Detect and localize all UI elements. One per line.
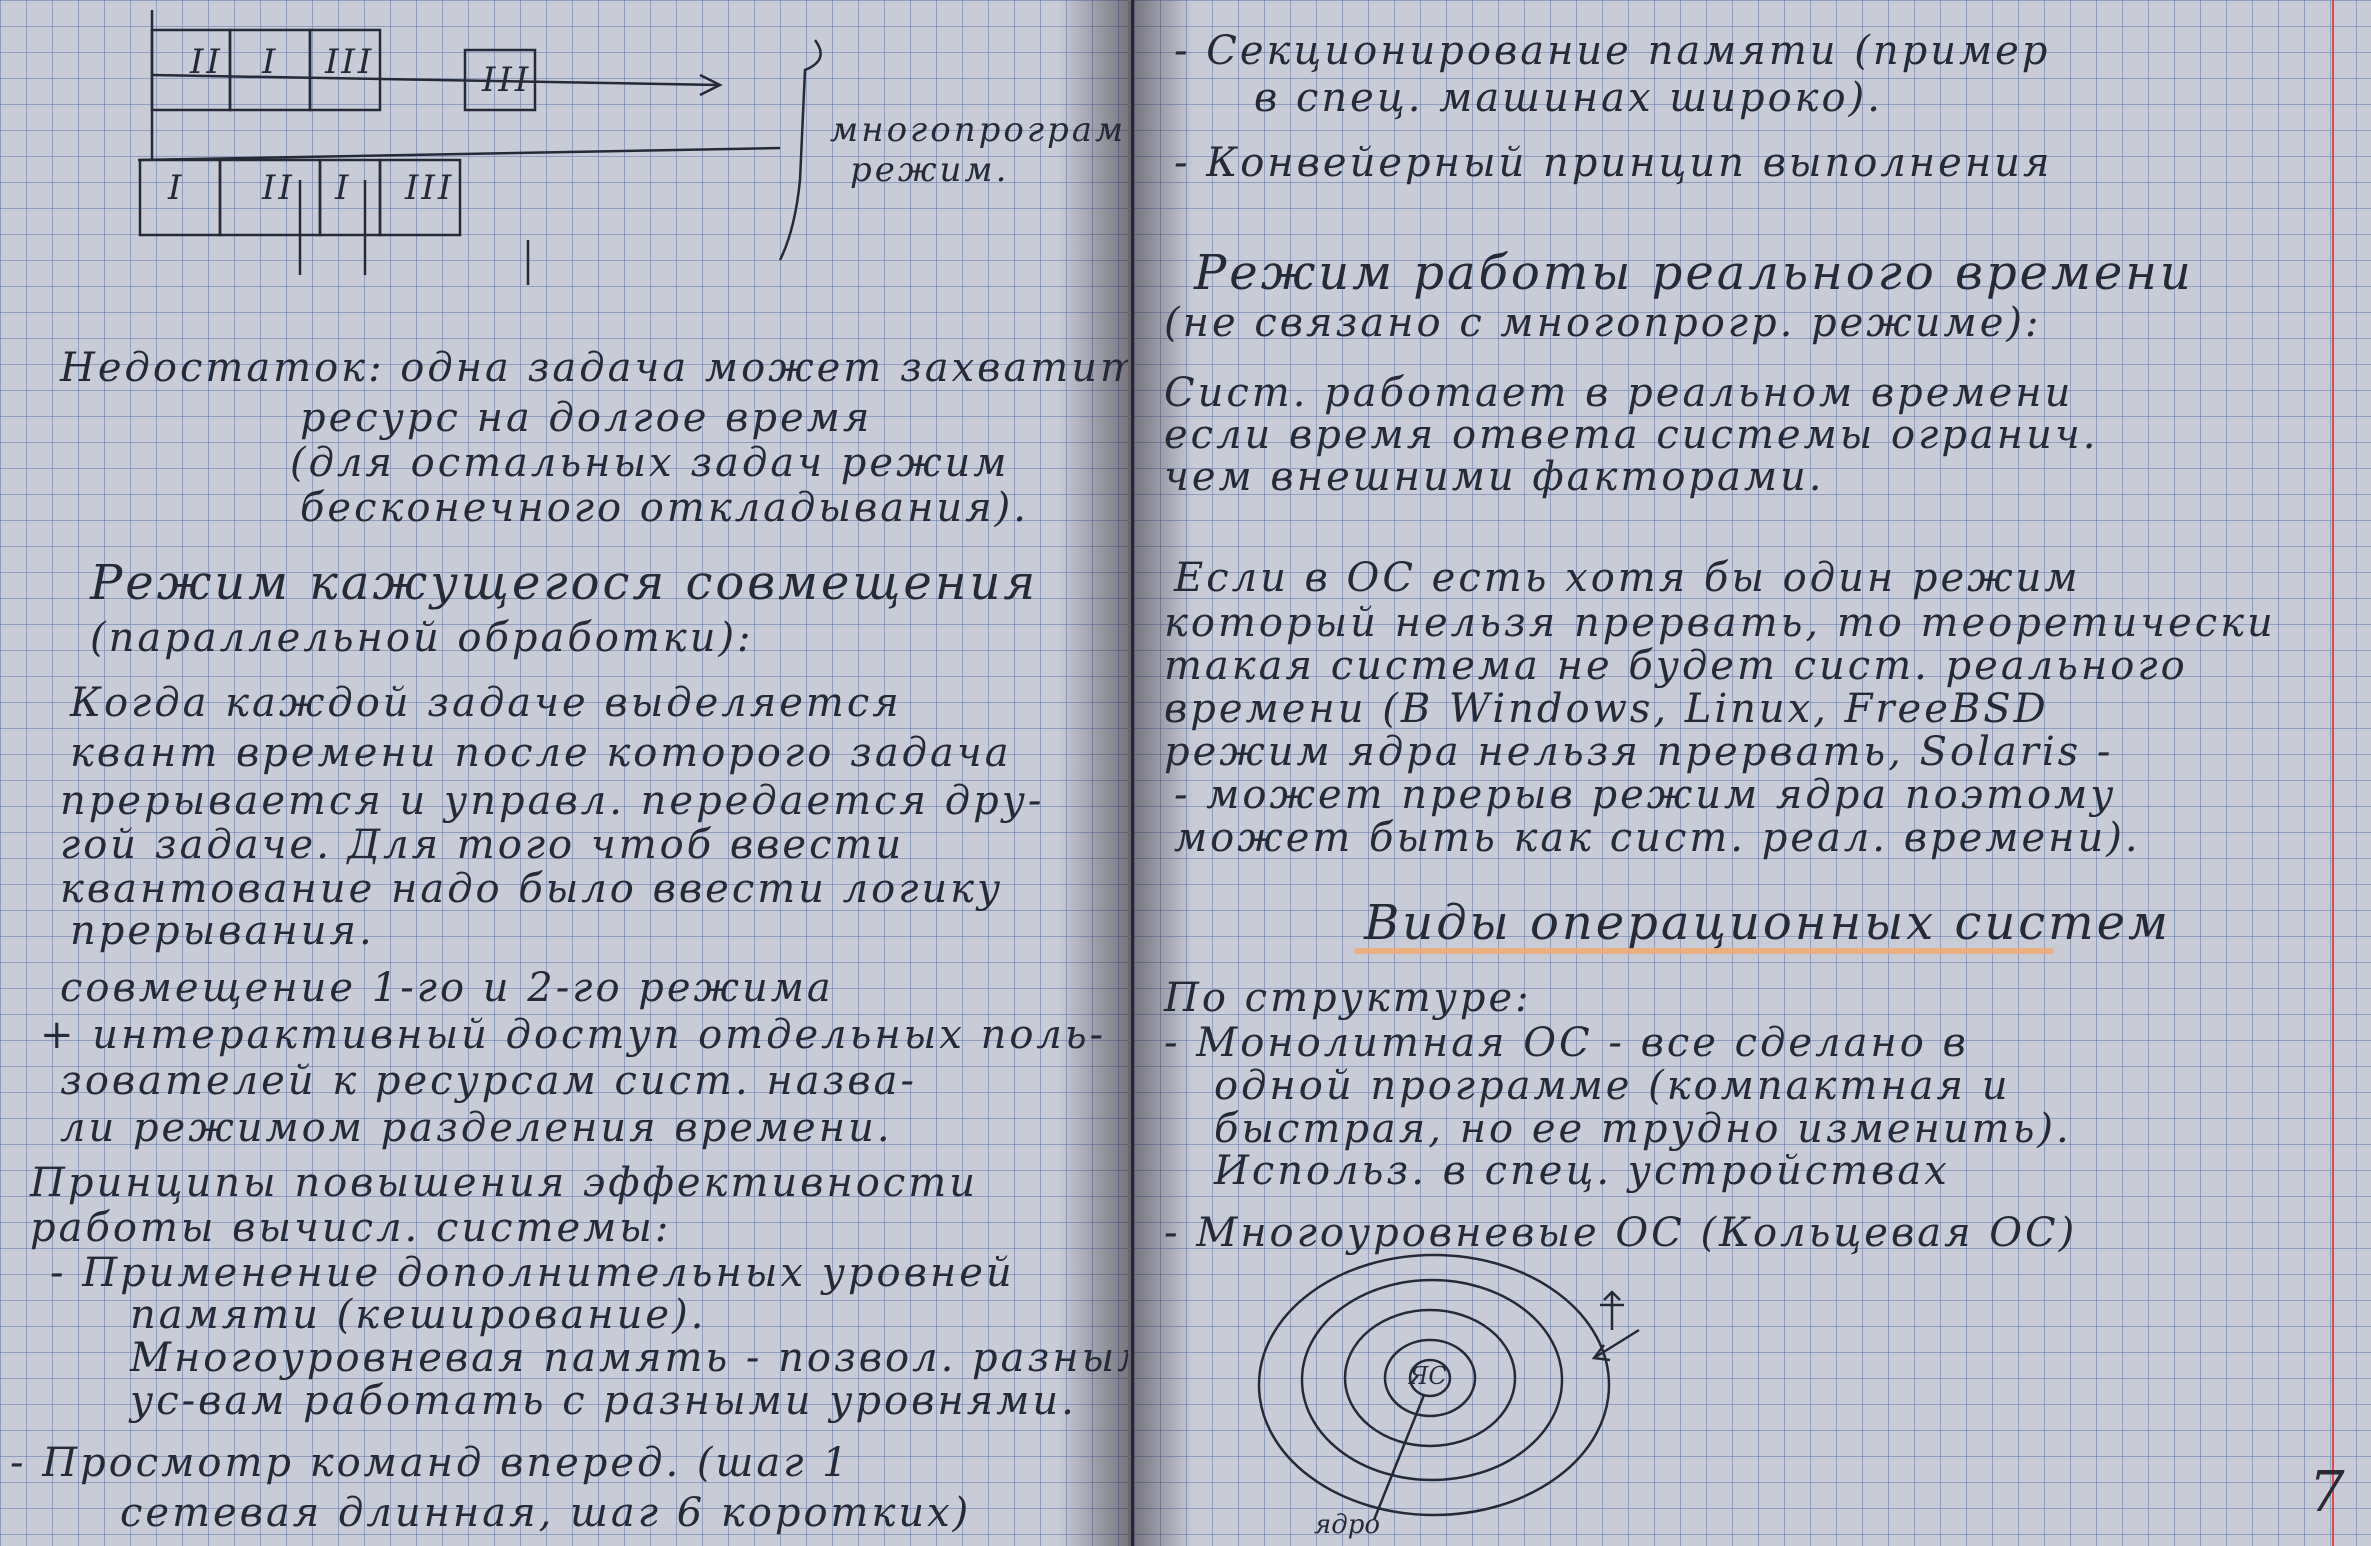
heading-underline	[1354, 948, 2054, 954]
diagram-box-label: III	[325, 42, 375, 82]
handwritten-line: может быть как сист. реал. времени).	[1174, 815, 2141, 861]
section-heading: Режим работы реального времени	[1194, 245, 2194, 301]
handwritten-line: в спец. машинах широко).	[1254, 75, 1883, 121]
ring-center-label: ЯС	[1409, 1362, 1447, 1390]
section-heading: Виды операционных систем	[1364, 895, 2171, 951]
handwritten-line: ли режимом разделения времени.	[60, 1105, 893, 1151]
handwritten-line: Сист. работает в реальном времени	[1164, 370, 2074, 416]
handwritten-line: совмещение 1-го и 2-го режима	[60, 965, 834, 1011]
handwritten-line: Недостаток: одна задача может захватить	[60, 345, 1131, 391]
handwritten-line: памяти (кеширование).	[130, 1292, 707, 1338]
diagram-box-label: II	[190, 42, 223, 82]
multiprogram-timing-diagram	[137, 10, 822, 285]
handwritten-line: сетевая длинная, шаг 6 коротких)	[120, 1490, 972, 1536]
handwritten-line: ресурс на долгое время	[300, 395, 873, 441]
handwritten-line: По структуре:	[1164, 975, 1532, 1021]
right-notebook-page: - Секционирование памяти (пример в спец.…	[1134, 0, 2371, 1546]
handwritten-line: Когда каждой задаче выделяется	[70, 680, 902, 726]
handwritten-line: прерывания.	[70, 908, 375, 954]
handwritten-line: одной программе (компактная и	[1214, 1063, 2011, 1109]
diagram-box-label: III	[405, 168, 455, 208]
handwritten-line: режим ядра нельзя прервать, Solaris -	[1164, 729, 2114, 775]
handwritten-line: квант времени после которого задача	[70, 730, 1012, 776]
handwritten-line: - Монолитная ОС - все сделано в	[1164, 1020, 1969, 1066]
handwritten-line: бесконечного откладывания).	[300, 485, 1029, 531]
handwritten-line: если время ответа системы огранич.	[1164, 412, 2099, 458]
ring-pointer-label: ядро	[1314, 1510, 1380, 1540]
diagram-box-label: III	[482, 60, 532, 100]
page-fold-shadow	[1058, 0, 1128, 1546]
handwritten-line: + интерактивный доступ отдельных поль-	[40, 1012, 1107, 1058]
bracket-note: режим.	[850, 150, 1010, 190]
diagram-box-label: I	[262, 42, 279, 82]
diagram-box-label: II	[262, 168, 295, 208]
diagram-box-label: I	[168, 168, 185, 208]
handwritten-line: гой задаче. Для того чтоб ввести	[60, 822, 905, 868]
page-number: 7	[2309, 1460, 2345, 1525]
left-notebook-page: II I III III I II I III многопрограм. ре…	[0, 0, 1131, 1546]
page-fold-shadow	[1134, 0, 1194, 1546]
handwritten-line: (параллельной обработки):	[90, 615, 754, 661]
handwritten-line: (не связано с многопрогр. режиме):	[1164, 300, 2042, 346]
handwritten-line: времени (В Windows, Linux, FreeBSD	[1164, 686, 2049, 732]
handwritten-line: Принципы повышения эффективности	[30, 1160, 978, 1206]
handwritten-line: - Просмотр команд вперед. (шаг 1	[10, 1440, 851, 1486]
handwritten-line: квантование надо было ввести логику	[60, 866, 1004, 912]
handwritten-line: (для остальных задач режим	[290, 440, 1010, 486]
handwritten-line: работы вычисл. системы:	[30, 1205, 672, 1251]
section-heading: Режим кажущегося совмещения	[90, 555, 1039, 611]
handwritten-line: Если в ОС есть хотя бы один режим	[1174, 555, 2081, 601]
handwritten-line: Многоуровневая память - позвол. разным	[130, 1335, 1131, 1381]
ring-os-diagram	[1257, 1253, 1640, 1521]
handwritten-line: такая система не будет сист. реального	[1164, 643, 2188, 689]
handwritten-line: зователей к ресурсам сист. назва-	[60, 1058, 918, 1104]
red-margin-line	[2332, 0, 2334, 1546]
handwritten-line: - Конвейерный принцип выполнения	[1174, 140, 2053, 186]
handwritten-line: чем внешними факторами.	[1164, 454, 1825, 500]
handwritten-line: - может прерыв режим ядра поэтому	[1174, 772, 2117, 818]
diagram-box-label: I	[335, 168, 352, 208]
handwritten-line: - Секционирование памяти (пример	[1174, 28, 2051, 74]
handwritten-line: Использ. в спец. устройствах	[1214, 1148, 1950, 1194]
handwritten-line: - Многоуровневые ОС (Кольцевая ОС)	[1164, 1210, 2078, 1256]
bracket-note: многопрограм.	[830, 110, 1131, 150]
handwritten-line: ус-вам работать с разными уровнями.	[130, 1378, 1077, 1424]
handwritten-line: который нельзя прервать, то теоретически	[1164, 600, 2276, 646]
handwritten-line: - Применение дополнительных уровней	[50, 1250, 1015, 1296]
handwritten-line: быстрая, но ее трудно изменить).	[1214, 1106, 2072, 1152]
handwritten-line: прерывается и управл. передается дру-	[60, 778, 1045, 824]
